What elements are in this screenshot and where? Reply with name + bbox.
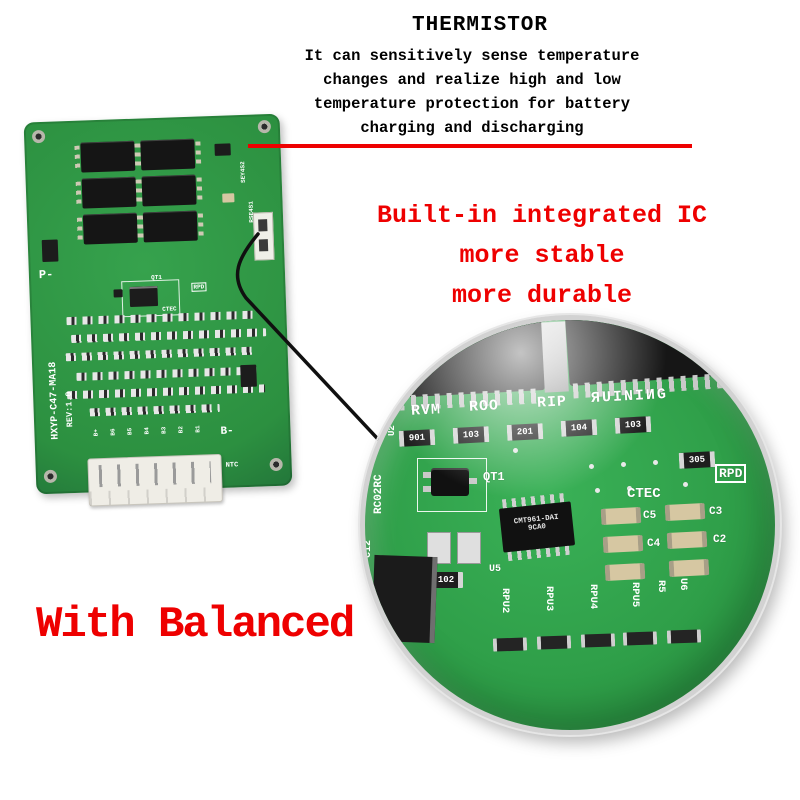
- ctec-label-zoom: CTEC: [627, 486, 661, 502]
- via-dot: [595, 488, 600, 493]
- smd-resistor: [580, 633, 616, 648]
- silk-vertical-label: R5: [655, 580, 667, 593]
- via-dot: [653, 460, 658, 465]
- magnifier-circle: RVM ROO RIP ЯUINIИG 901 103 201 104 103 …: [360, 315, 780, 735]
- silk-text: RIP: [536, 393, 568, 412]
- smd-resistor: [666, 629, 702, 644]
- transistor-leg: [423, 472, 431, 478]
- smd-capacitor: [604, 562, 646, 582]
- smd-capacitor: [666, 530, 708, 550]
- desc-line-1: It can sensitively sense temperature: [304, 47, 640, 65]
- page-title: THERMISTOR: [411, 14, 549, 37]
- silk-vertical-label: U6: [677, 578, 689, 591]
- silk-vertical-label: RPU5: [629, 582, 641, 608]
- via-dot: [627, 486, 632, 491]
- feature-text: Built-in integrated IC more stable more …: [368, 196, 716, 316]
- header-description: It can sensitively sense temperature cha…: [272, 44, 672, 140]
- rpd-label-zoom: RPD: [715, 464, 747, 483]
- qt1-label-zoom: QT1: [483, 470, 505, 484]
- pointer-line: [248, 144, 692, 148]
- solder-pad: [541, 321, 569, 393]
- cap-label: C3: [709, 506, 723, 518]
- transistor-leg: [469, 478, 477, 484]
- ic-ref-label: U5: [489, 564, 502, 575]
- silk-text: ROO: [468, 397, 500, 416]
- silk-vertical-label: RC02RC: [373, 474, 385, 514]
- silk-text: RVM: [410, 401, 442, 420]
- smd-capacitor: [600, 506, 642, 526]
- silk-vertical-label: C12: [363, 539, 374, 558]
- silk-vertical-label: RPU3: [543, 586, 555, 612]
- desc-line-2: changes and realize high and low: [323, 71, 621, 89]
- smd-resistor: [622, 631, 658, 646]
- silk-vertical-label: RPU2: [499, 588, 511, 614]
- mosfet-chip-zoom: [389, 320, 545, 398]
- smd-resistor: [492, 637, 528, 652]
- via-dot: [621, 462, 626, 467]
- smd-component: [457, 532, 481, 564]
- desc-line-3: temperature protection for battery: [313, 95, 631, 113]
- smd-capacitor: [668, 558, 710, 578]
- silk-vertical-label: RPU4: [587, 584, 599, 610]
- smd-resistor: 103: [452, 426, 490, 444]
- electrolytic-component: [371, 554, 438, 644]
- desc-line-4: charging and discharging: [360, 119, 584, 137]
- feature-line-3: more durable: [451, 281, 633, 310]
- silk-vertical-label: U2: [387, 425, 397, 436]
- transistor-body: [431, 468, 469, 496]
- transistor-silkscreen-outline: [417, 458, 487, 512]
- bottom-caption: With Balanced: [36, 600, 355, 650]
- smd-resistor: 201: [506, 423, 544, 441]
- feature-line-1: Built-in integrated IC: [376, 201, 708, 230]
- smd-resistor: 104: [560, 419, 598, 437]
- via-dot: [589, 464, 594, 469]
- transistor-leg: [423, 486, 431, 492]
- smd-capacitor: [602, 534, 644, 554]
- via-dot: [513, 448, 518, 453]
- smd-resistor: 103: [614, 416, 652, 434]
- silk-text: ЯUINIИG: [590, 385, 669, 408]
- cap-label: C5: [643, 510, 657, 522]
- main-ic-zoom: CMT961-DAI 9CA0: [498, 492, 576, 562]
- cap-label: C2: [713, 534, 727, 546]
- via-dot: [683, 482, 688, 487]
- smd-resistor: 305: [678, 451, 716, 469]
- smd-resistor: [536, 635, 572, 650]
- feature-line-2: more stable: [459, 241, 625, 270]
- smd-resistor: 901: [398, 429, 436, 447]
- smd-capacitor: [664, 502, 706, 522]
- solder-pad: [367, 358, 387, 388]
- cap-label: C4: [647, 538, 661, 550]
- ic-body: CMT961-DAI 9CA0: [498, 501, 576, 553]
